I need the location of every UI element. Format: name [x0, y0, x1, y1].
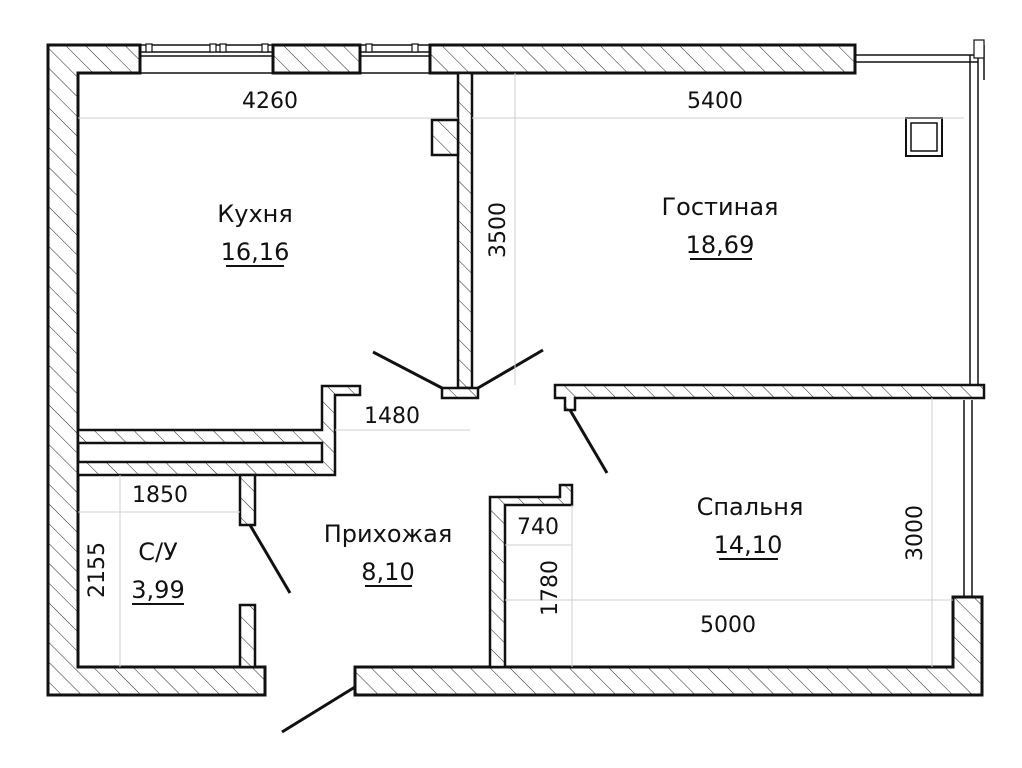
- room-area-living: 18,69: [686, 231, 755, 259]
- dim-bedroom-width: 5000: [700, 613, 756, 638]
- dim-living-width: 5400: [687, 89, 743, 114]
- dim-bath-width: 1850: [132, 483, 188, 508]
- dim-closet-width: 740: [517, 515, 559, 540]
- kitchen-living-partition: [456, 71, 474, 390]
- room-name-kitchen: Кухня: [217, 200, 293, 228]
- room-name-living: Гостиная: [662, 193, 779, 221]
- balcony-glazing: [855, 39, 985, 597]
- kitchen-bottom-wall: [76, 384, 362, 477]
- kitchen-window: [139, 43, 274, 74]
- top-wall-middle: [271, 43, 362, 75]
- interior-walls: [76, 71, 986, 669]
- bathroom-door-leaf: [248, 524, 292, 594]
- doors: [248, 348, 609, 734]
- room-area-hallway: 8,10: [361, 558, 414, 586]
- kitchen-vent-block: [430, 118, 460, 157]
- bathroom-partition-lower: [238, 603, 257, 669]
- dim-kitchen-width: 4260: [242, 89, 298, 114]
- kitchen-door-leaf: [372, 350, 443, 390]
- room-name-hallway: Прихожая: [324, 520, 453, 548]
- dim-closet-depth: 1780: [538, 560, 563, 616]
- dim-hall-width: 1480: [364, 404, 420, 429]
- hall-window: [359, 43, 431, 74]
- room-area-bathroom: 3,99: [131, 576, 184, 604]
- room-name-bedroom: Спальня: [697, 493, 804, 521]
- top-wall-right: [428, 43, 857, 75]
- dimension-guides: [78, 73, 964, 667]
- bottom-wall: [353, 595, 984, 697]
- dim-living-depth: 3500: [486, 202, 511, 258]
- room-labels: Кухня 16,16 Гостиная 18,69 Спальня 14,10…: [131, 193, 804, 605]
- room-area-bedroom: 14,10: [714, 531, 783, 559]
- room-area-kitchen: 16,16: [221, 238, 290, 266]
- living-door-leaf: [477, 348, 544, 390]
- living-bedroom-partition: [553, 383, 986, 412]
- bathroom-partition-upper: [238, 473, 257, 527]
- living-shaft: [905, 117, 943, 157]
- windows: [139, 39, 985, 597]
- entrance-door-leaf: [281, 685, 356, 734]
- door-jamb-center: [440, 386, 480, 400]
- dimension-labels: 4260 5400 3500 1480 1850 2155 740 1780 5…: [85, 89, 928, 638]
- room-name-bathroom: С/У: [138, 538, 178, 566]
- dim-bath-depth: 2155: [85, 542, 110, 598]
- bedroom-door-leaf: [568, 409, 609, 474]
- dim-bedroom-depth: 3000: [903, 505, 928, 561]
